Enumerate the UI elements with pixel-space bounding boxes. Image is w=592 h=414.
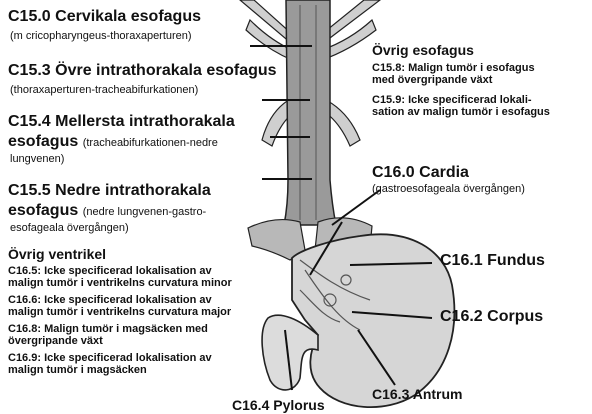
- c161-label: C16.1 Fundus: [440, 252, 545, 270]
- c155-code-line2: esofagus (nedre lungvenen-gastro-: [8, 202, 206, 221]
- ovrig-ventrikel-line-3: C16.6: Icke specificerad lokalisation av: [8, 294, 212, 306]
- c153-code: C15.3 Övre intrathorakala esofagus: [8, 62, 277, 80]
- ovrig-esofagus-heading: Övrig esofagus: [372, 42, 474, 58]
- c155-code-line2-text: esofagus: [8, 202, 78, 219]
- ovrig-ventrikel-line-7: C16.9: Icke specificerad lokalisation av: [8, 352, 212, 364]
- ovrig-esofagus-line-4: sation av malign tumör i esofagus: [372, 106, 550, 118]
- c150-code: C15.0 Cervikala esofagus: [8, 8, 201, 26]
- c154-code-line1: C15.4 Mellersta intrathorakala: [8, 113, 235, 131]
- c155-desc-inline: (nedre lungvenen-gastro-: [83, 206, 207, 218]
- ovrig-esofagus-line-2: med övergripande växt: [372, 74, 492, 86]
- c154-desc-inline: (tracheabifurkationen-nedre: [83, 137, 218, 149]
- ovrig-ventrikel-line-8: malign tumör i magsäcken: [8, 364, 147, 376]
- c162-label: C16.2 Corpus: [440, 308, 543, 326]
- ovrig-ventrikel-line-2: malign tumör i ventrikelns curvatura min…: [8, 277, 232, 289]
- c160-code: C16.0 Cardia: [372, 164, 469, 182]
- esophagus-tube: [284, 0, 336, 225]
- c164-label: C16.4 Pylorus: [232, 397, 325, 413]
- c155-desc-line2: esofageala övergången): [10, 222, 129, 235]
- ovrig-ventrikel-line-5: C16.8: Malign tumör i magsäcken med: [8, 323, 208, 335]
- c163-label: C16.3 Antrum: [372, 386, 463, 402]
- stomach: [292, 234, 454, 407]
- c150-desc: (m cricopharyngeus-thoraxaperturen): [10, 30, 192, 43]
- ovrig-ventrikel-line-1: C16.5: Icke specificerad lokalisation av: [8, 265, 212, 277]
- c154-code-line2-text: esofagus: [8, 133, 78, 150]
- ovrig-ventrikel-line-6: övergripande växt: [8, 335, 103, 347]
- c155-code-line1: C15.5 Nedre intrathorakala: [8, 182, 211, 200]
- ovrig-esofagus-line-1: C15.8: Malign tumör i esofagus: [372, 62, 535, 74]
- ovrig-esofagus-line-3: C15.9: Icke specificerad lokali-: [372, 94, 532, 106]
- ovrig-ventrikel-heading: Övrig ventrikel: [8, 246, 106, 262]
- c160-desc: (gastroesofageala övergången): [372, 183, 525, 196]
- c153-desc: (thoraxaperturen-tracheabifurkationen): [10, 84, 198, 97]
- c154-code-line2: esofagus (tracheabifurkationen-nedre: [8, 133, 218, 152]
- ovrig-ventrikel-line-4: malign tumör i ventrikelns curvatura maj…: [8, 306, 231, 318]
- c154-desc-line2: lungvenen): [10, 153, 64, 166]
